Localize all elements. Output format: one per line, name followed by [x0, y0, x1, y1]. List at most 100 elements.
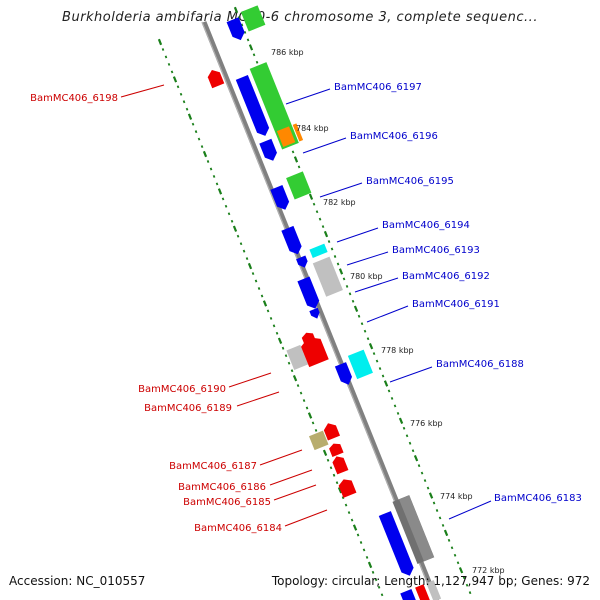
- gene-feature[interactable]: [400, 589, 419, 600]
- track-tick: [375, 359, 379, 363]
- scale-label: 772 kbp: [472, 566, 505, 575]
- gene-feature-BamMC406_6192[interactable]: [309, 243, 328, 258]
- track-tick: [292, 374, 298, 382]
- gene-feature[interactable]: [378, 511, 416, 578]
- gene-label[interactable]: BamMC406_6196: [350, 131, 438, 142]
- track-tick: [367, 561, 373, 569]
- gene-feature[interactable]: [259, 138, 279, 163]
- gene-feature[interactable]: [286, 171, 312, 200]
- track-tick: [277, 337, 283, 345]
- track-tick: [390, 396, 394, 400]
- track-tick: [411, 449, 415, 453]
- gene-feature[interactable]: [309, 307, 321, 321]
- track-tick: [167, 62, 171, 66]
- gene-feature-BamMC406_6187[interactable]: [309, 430, 329, 451]
- track-tick: [345, 284, 349, 288]
- gene-label[interactable]: BamMC406_6192: [402, 271, 490, 282]
- track-tick: [341, 496, 345, 500]
- track-tick: [398, 417, 404, 425]
- track-tick: [221, 197, 225, 201]
- gene-feature-BamMC406_6193[interactable]: [296, 255, 309, 270]
- gene-feature[interactable]: [426, 580, 442, 600]
- gene-feature[interactable]: [240, 5, 266, 32]
- gene-feature[interactable]: [226, 17, 247, 42]
- gene-label[interactable]: BamMC406_6184: [194, 523, 282, 534]
- gene-feature[interactable]: [415, 584, 431, 600]
- gene-label[interactable]: BamMC406_6193: [392, 245, 480, 256]
- track-tick: [420, 471, 424, 475]
- track-tick: [323, 230, 329, 238]
- gene-label[interactable]: BamMC406_6190: [138, 384, 226, 395]
- track-tick: [314, 428, 318, 432]
- track-tick: [227, 212, 231, 216]
- gene-feature[interactable]: [276, 126, 296, 147]
- track-tick: [312, 202, 316, 206]
- track-tick: [185, 107, 189, 111]
- track-tick: [359, 541, 363, 544]
- gene-label[interactable]: BamMC406_6189: [144, 403, 232, 414]
- track-tick: [366, 337, 370, 341]
- gene-label[interactable]: BamMC406_6195: [366, 176, 454, 187]
- track-tick: [293, 156, 299, 163]
- track-tick: [396, 411, 400, 415]
- track-tick: [423, 479, 427, 483]
- track-tick: [302, 399, 306, 403]
- gene-label[interactable]: BamMC406_6198: [30, 93, 118, 104]
- track-tick: [342, 277, 346, 281]
- forward-leader-lines: [285, 88, 492, 520]
- gene-label[interactable]: BamMC406_6197: [334, 82, 422, 93]
- track-tick: [417, 464, 421, 468]
- gene-feature-BamMC406_6197[interactable]: [235, 74, 272, 138]
- track-tick: [308, 193, 314, 200]
- topology-label: Topology: circular; Length: 1,127,947 bp…: [271, 574, 590, 588]
- track-tick: [393, 404, 397, 408]
- gene-feature[interactable]: [322, 421, 341, 441]
- track-tick: [353, 305, 359, 313]
- scale-label: 786 kbp: [271, 48, 304, 57]
- gene-feature-BamMC406_6189[interactable]: [299, 333, 329, 368]
- scale-labels: 786 kbp 784 kbp 782 kbp 780 kbp 778 kbp …: [271, 48, 505, 575]
- track-tick: [456, 561, 460, 565]
- track-tick: [462, 576, 466, 580]
- gene-label[interactable]: BamMC406_6185: [183, 497, 271, 508]
- track-tick: [377, 585, 381, 589]
- gene-feature-BamMC406_6184[interactable]: [337, 477, 357, 498]
- gene-feature[interactable]: [297, 276, 321, 312]
- gene-label[interactable]: BamMC406_6187: [169, 461, 257, 472]
- gene-feature[interactable]: [334, 362, 354, 387]
- gene-label[interactable]: BamMC406_6183: [494, 493, 582, 504]
- track-tick: [333, 255, 337, 258]
- gene-label[interactable]: BamMC406_6194: [382, 220, 470, 231]
- gene-feature-BamMC406_6186[interactable]: [328, 441, 344, 457]
- gene-label[interactable]: BamMC406_6186: [178, 482, 266, 493]
- track-tick: [233, 6, 239, 14]
- track-tick: [275, 331, 279, 335]
- gene-feature-BamMC406_6188[interactable]: [347, 349, 373, 380]
- gene-feature-BamMC406_6194[interactable]: [281, 225, 304, 257]
- track-tick: [408, 441, 412, 445]
- track-tick: [252, 53, 256, 57]
- gene-feature-BamMC406_6198[interactable]: [206, 68, 225, 89]
- gene-feature-BamMC406_6191[interactable]: [312, 256, 343, 297]
- gene-feature[interactable]: [301, 331, 316, 344]
- scale-label: 784 kbp: [296, 124, 329, 133]
- scale-label: 778 kbp: [381, 346, 414, 355]
- gene-label[interactable]: BamMC406_6191: [412, 299, 500, 310]
- gene-label[interactable]: BamMC406_6188: [436, 359, 524, 370]
- accession-label: Accession: NC_010557: [9, 574, 146, 588]
- track-tick: [164, 55, 168, 59]
- track-tick: [197, 137, 201, 141]
- track-tick: [327, 240, 331, 244]
- gene-feature-BamMC406_6185[interactable]: [331, 454, 349, 475]
- track-tick: [297, 165, 301, 169]
- track-tick: [336, 262, 340, 266]
- gene-feature[interactable]: [398, 495, 435, 562]
- track-tick: [326, 458, 330, 462]
- forward-gene-labels: BamMC406_6197 BamMC406_6196 BamMC406_619…: [334, 82, 582, 504]
- track-tick: [284, 354, 288, 358]
- gene-feature-BamMC406_6195[interactable]: [270, 185, 291, 212]
- track-tick: [428, 492, 434, 499]
- gene-feature-BamMC406_6190[interactable]: [286, 344, 309, 370]
- gene-feature[interactable]: [292, 123, 304, 142]
